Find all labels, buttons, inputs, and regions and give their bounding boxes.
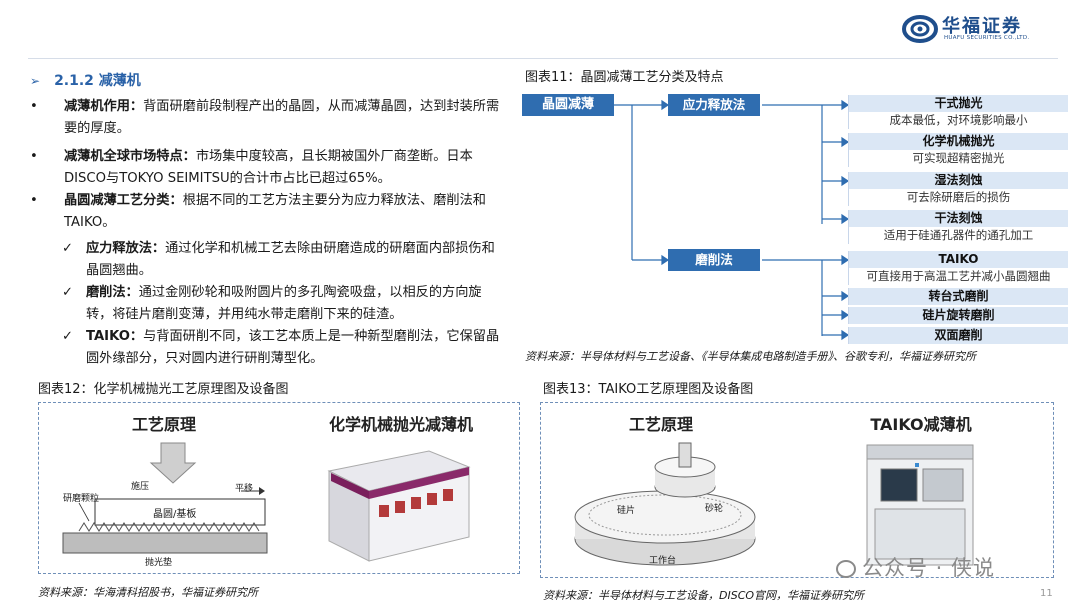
check-head: 应力释放法： <box>86 241 166 256</box>
fig12-panel: 工艺原理 化学机械抛光减薄机 施压 平移 研磨颗粒 晶圆/基板 抛光垫 <box>38 402 520 574</box>
check-icon: ✓ <box>62 329 74 344</box>
fig13-panel: 工艺原理 TAIKO减薄机 硅片 砂轮 工作台 <box>540 402 1054 578</box>
header-divider <box>28 58 1058 59</box>
bullet-body: 背面研磨前段制程产出的晶圆，从而减薄晶圆，达到封装所需要的厚度。 <box>64 99 500 136</box>
tree-root-box: 晶圆减薄 <box>522 94 614 116</box>
huafu-logo-icon <box>902 15 938 43</box>
tree-leaf: 干式抛光 成本最低，对环境影响最小 <box>848 95 1068 129</box>
bullet-head: 减薄机作用： <box>64 99 144 114</box>
tree-leaf: 化学机械抛光 可实现超精密抛光 <box>848 133 1068 167</box>
brand-name-cn: 华福证券 <box>942 16 1022 37</box>
brand-name-en: HUAFU SECURITIES CO.,LTD. <box>944 35 1030 41</box>
leaf-title: 硅片旋转磨削 <box>849 307 1068 324</box>
bullet-body: 根据不同的工艺方法主要分为应力释放法、磨削法和TAIKO。 <box>64 193 486 230</box>
label-wheel: 砂轮 <box>705 504 724 514</box>
wechat-icon <box>836 560 856 578</box>
taiko-principle-diagram: 硅片 砂轮 工作台 <box>565 439 765 573</box>
leaf-desc: 可实现超精密抛光 <box>849 150 1068 167</box>
section-heading: ➢ 2.1.2 减薄机 <box>30 70 141 90</box>
tree-connectors <box>614 99 850 341</box>
section-title: 2.1.2 减薄机 <box>54 73 141 89</box>
bullet-head: 减薄机全球市场特点： <box>64 149 196 164</box>
section-arrow-icon: ➢ <box>30 74 41 88</box>
tree-leaf: 湿法刻蚀 可去除研磨后的损伤 <box>848 172 1068 206</box>
check-icon: ✓ <box>62 241 74 256</box>
fig13-right-heading: TAIKO减薄机 <box>870 415 972 434</box>
brand-logo: 华福证券 HUAFU SECURITIES CO.,LTD. <box>902 12 1042 46</box>
fig11-source: 资料来源：半导体材料与工艺设备、《半导体集成电路制造手册》、谷歌专利，华福证券研… <box>525 350 976 363</box>
check-icon: ✓ <box>62 285 74 300</box>
cmp-principle-diagram: 施压 平移 研磨颗粒 晶圆/基板 抛光垫 <box>49 441 269 569</box>
cmp-machine-graphic <box>327 450 471 562</box>
fig13-source: 资料来源：半导体材料与工艺设备，DISCO官网，华福证券研究所 <box>543 589 865 602</box>
fig12-left-heading: 工艺原理 <box>131 415 196 434</box>
tree-leaf: 硅片旋转磨削 <box>848 307 1068 324</box>
fig12-title: 图表12：化学机械抛光工艺原理图及设备图 <box>38 382 289 397</box>
leaf-title: 化学机械抛光 <box>849 133 1068 150</box>
bullet-item: • 晶圆减薄工艺分类：根据不同的工艺方法主要分为应力释放法、磨削法和TAIKO。 <box>30 190 505 234</box>
tree-leaf: 干法刻蚀 适用于硅通孔器件的通孔加工 <box>848 210 1068 244</box>
check-item: ✓ TAIKO：与背面研削不同，该工艺本质上是一种新型磨削法，它保留晶圆外缘部分… <box>62 326 507 370</box>
label-press: 施压 <box>131 482 150 492</box>
fig12-source: 资料来源：华海清科招股书，华福证券研究所 <box>38 586 258 599</box>
process-tree: 晶圆减薄 应力释放法 磨削法 干式抛光 成本最低，对环境影响最小 化学机械抛光 … <box>522 86 1070 346</box>
label-translate: 平移 <box>235 484 254 494</box>
tree-leaf: 双面磨削 <box>848 327 1068 344</box>
check-head: TAIKO： <box>86 329 144 344</box>
bullet-item: • 减薄机全球市场特点：市场集中度较高，且长期被国外厂商垄断。日本DISCO与T… <box>30 146 505 190</box>
label-table: 工作台 <box>649 556 677 566</box>
cmp-machine-image <box>309 441 479 569</box>
watermark: 公众号 · 侠说 <box>836 552 995 582</box>
leaf-desc: 成本最低，对环境影响最小 <box>849 112 1068 129</box>
bullet-marker: • <box>30 99 38 114</box>
leaf-title: 干法刻蚀 <box>849 210 1068 227</box>
check-body: 与背面研削不同，该工艺本质上是一种新型磨削法，它保留晶圆外缘部分，只对圆内进行研… <box>86 329 500 366</box>
check-head: 磨削法： <box>86 285 139 300</box>
label-pad: 抛光垫 <box>145 558 173 568</box>
taiko-diagram-graphic <box>574 442 756 566</box>
taiko-machine-image <box>861 439 981 573</box>
leaf-title: 干式抛光 <box>849 95 1068 112</box>
leaf-title: TAIKO <box>849 251 1068 268</box>
tree-leaf: TAIKO 可直接用于高温工艺并减小晶圆翘曲 <box>848 251 1068 285</box>
leaf-desc: 适用于硅通孔器件的通孔加工 <box>849 227 1068 244</box>
leaf-desc: 可直接用于高温工艺并减小晶圆翘曲 <box>849 268 1068 285</box>
bullet-head: 晶圆减薄工艺分类： <box>64 193 183 208</box>
leaf-desc: 可去除研磨后的损伤 <box>849 189 1068 206</box>
tree-branch-grinding: 磨削法 <box>668 249 760 271</box>
tree-leaf: 转台式磨削 <box>848 288 1068 305</box>
check-item: ✓ 应力释放法：通过化学和机械工艺去除由研磨造成的研磨面内部损伤和晶圆翘曲。 <box>62 238 507 282</box>
fig11-title: 图表11：晶圆减薄工艺分类及特点 <box>525 70 724 85</box>
taiko-machine-graphic <box>866 444 974 566</box>
bullet-marker: • <box>30 149 38 164</box>
tree-branch-stress-relief: 应力释放法 <box>668 94 760 116</box>
leaf-title: 湿法刻蚀 <box>849 172 1068 189</box>
page-number: 11 <box>1040 588 1053 599</box>
leaf-title: 双面磨削 <box>849 327 1068 344</box>
check-body: 通过化学和机械工艺去除由研磨造成的研磨面内部损伤和晶圆翘曲。 <box>86 241 495 278</box>
label-wafer: 硅片 <box>617 506 636 516</box>
fig12-right-heading: 化学机械抛光减薄机 <box>328 415 473 434</box>
fig13-left-heading: 工艺原理 <box>628 415 693 434</box>
cmp-diagram-graphic <box>62 442 268 554</box>
check-body: 通过金刚砂轮和吸附圆片的多孔陶瓷吸盘，以相反的方向旋转，将硅片磨削变薄，并用纯水… <box>86 285 482 322</box>
bullet-marker: • <box>30 193 38 208</box>
label-wafer: 晶圆/基板 <box>153 509 197 520</box>
bullet-item: • 减薄机作用：背面研磨前段制程产出的晶圆，从而减薄晶圆，达到封装所需要的厚度。 <box>30 96 505 140</box>
watermark-text: 公众号 · 侠说 <box>862 556 996 580</box>
label-abrasive: 研磨颗粒 <box>63 494 100 504</box>
leaf-title: 转台式磨削 <box>849 288 1068 305</box>
bullet-body: 市场集中度较高，且长期被国外厂商垄断。日本DISCO与TOKYO SEIMITS… <box>64 149 473 186</box>
fig13-title: 图表13：TAIKO工艺原理图及设备图 <box>543 382 754 397</box>
check-item: ✓ 磨削法：通过金刚砂轮和吸附圆片的多孔陶瓷吸盘，以相反的方向旋转，将硅片磨削变… <box>62 282 507 326</box>
